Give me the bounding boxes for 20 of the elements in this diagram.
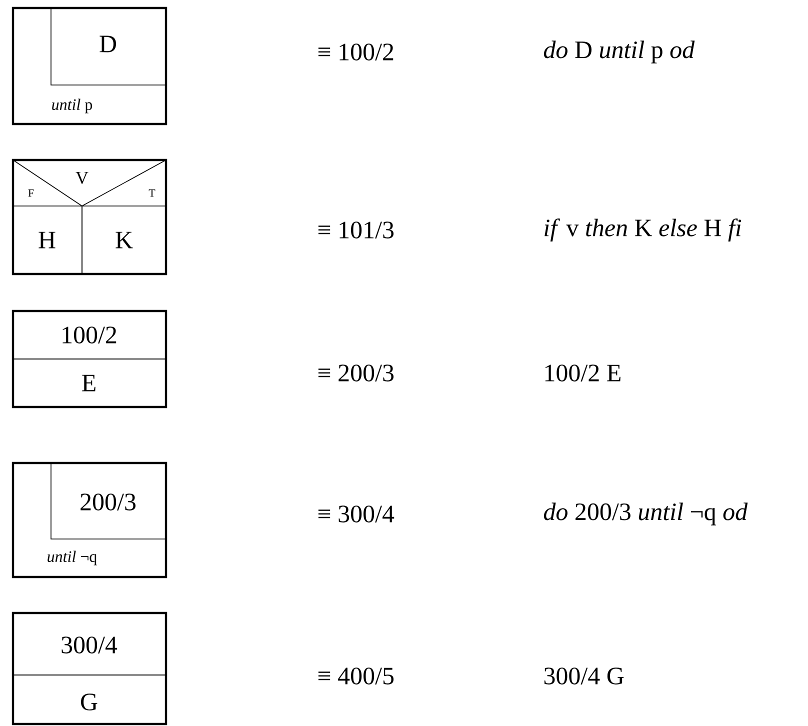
equivalence-label: ≡ 101/3 <box>318 222 394 238</box>
equivalence-label: ≡ 100/2 <box>318 44 394 60</box>
statement-box: E <box>12 358 166 408</box>
equivalence-label: ≡ 400/5 <box>318 668 394 684</box>
program-text: 300/4 G <box>544 668 624 684</box>
branch-box: H <box>12 206 82 274</box>
statement-box: D <box>50 8 166 86</box>
sequence-block <box>12 310 168 408</box>
program-text: if v then K else H fi <box>544 218 742 242</box>
statement-box: 200/3 <box>50 462 166 540</box>
statement-box: G <box>12 674 166 724</box>
statement-box: 300/4 <box>12 612 166 676</box>
program-text: do D until p od <box>544 40 695 64</box>
statement-box: 100/2 <box>12 310 166 360</box>
program-text: do 200/3 until ¬q od <box>544 502 748 526</box>
program-text: 100/2 E <box>545 364 620 382</box>
sequence-block <box>12 612 168 726</box>
branch-box: K <box>82 206 166 274</box>
equivalence-label: ≡ 200/3 <box>318 364 394 382</box>
equivalence-label: ≡ 300/4 <box>318 506 394 522</box>
